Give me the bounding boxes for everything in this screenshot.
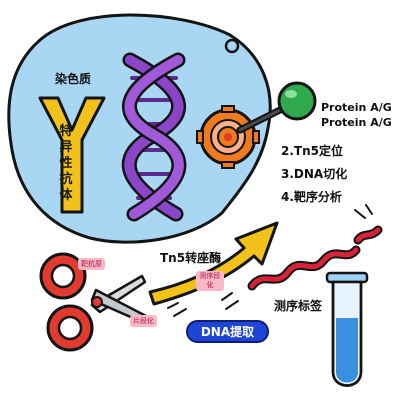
protein-ag-label-1: Protein A/G — [321, 101, 392, 114]
antibody-label: 特异性抗体 — [59, 124, 73, 203]
protein-ag-icon — [236, 81, 317, 134]
fragmentation-tag: 片段化 — [130, 315, 157, 327]
chromatin-label: 染色质 — [55, 72, 92, 86]
dna-helix-icon — [121, 52, 187, 222]
test-tube-icon — [325, 271, 369, 387]
step-target-analysis: 4.靶序分析 — [281, 190, 342, 204]
motion-marks — [167, 204, 373, 317]
target-antigen-tag: 靶抗原 — [78, 258, 105, 270]
sequencing-fragment-tag: 测序段化 — [196, 271, 224, 291]
protein-ag-label-2: Protein A/G — [321, 116, 392, 129]
step-tn5-localization: 2.Tn5定位 — [281, 144, 343, 158]
step-dna-cutting: 3.DNA切化 — [281, 167, 348, 181]
target-icon — [196, 105, 260, 169]
antibody-icon — [38, 96, 106, 214]
dna-strand-icon — [247, 225, 383, 291]
tn5-enzyme-label: Tn5转座酶 — [160, 251, 222, 265]
dna-extraction-badge: DNA提取 — [186, 320, 269, 343]
sequencing-tag-label: 测序标签 — [274, 299, 323, 313]
arrow-icon — [148, 221, 279, 306]
